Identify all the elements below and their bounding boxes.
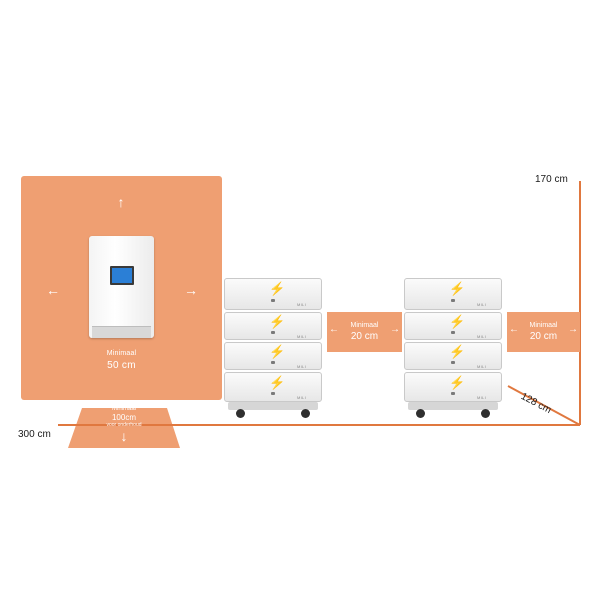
- status-led: [451, 299, 455, 302]
- battery-base: [408, 402, 498, 410]
- front-clearance-note: voor onderhoud: [106, 422, 142, 428]
- gap-clearance-2: ← Minimaal 20 cm →: [507, 312, 580, 352]
- gap-clearance-1: ← Minimaal 20 cm →: [327, 312, 402, 352]
- bolt-icon: ⚡: [449, 314, 466, 329]
- status-led: [271, 331, 275, 334]
- battery-brand: MILI: [297, 364, 306, 369]
- battery-module: ⚡ MILI: [224, 342, 322, 370]
- status-led: [451, 331, 455, 334]
- inverter-clearance-value: 50 cm: [107, 360, 136, 371]
- gap-1-label: Minimaal: [350, 322, 379, 329]
- battery-brand: MILI: [477, 302, 486, 307]
- status-led: [271, 392, 275, 395]
- battery-module: ⚡ MILI: [404, 372, 502, 402]
- gap-1-value: 20 cm: [350, 331, 379, 342]
- battery-brand: MILI: [297, 302, 306, 307]
- inverter-clearance-label: Minimaal: [106, 350, 137, 357]
- battery-brand: MILI: [297, 334, 306, 339]
- status-led: [451, 392, 455, 395]
- bolt-icon: ⚡: [269, 281, 286, 296]
- battery-base: [228, 402, 318, 410]
- arrow-right-icon: →: [568, 324, 578, 335]
- battery-module: ⚡ MILI: [224, 312, 322, 340]
- battery-module: ⚡ MILI: [224, 372, 322, 402]
- bolt-icon: ⚡: [449, 344, 466, 359]
- wheel: [416, 409, 425, 418]
- arrow-right-icon: →: [184, 282, 198, 298]
- battery-stack-1: ⚡ MILI ⚡ MILI ⚡ MILI ⚡ MILI: [224, 278, 322, 420]
- bolt-icon: ⚡: [269, 344, 286, 359]
- battery-brand: MILI: [297, 395, 306, 400]
- arrow-left-icon: ←: [329, 324, 339, 335]
- bolt-icon: ⚡: [269, 314, 286, 329]
- arrow-down-icon: ↓: [120, 428, 128, 444]
- arrow-up-icon: ↑: [117, 194, 125, 210]
- gap-2-label: Minimaal: [529, 322, 558, 329]
- arrow-left-icon: ←: [509, 324, 519, 335]
- status-led: [271, 361, 275, 364]
- bolt-icon: ⚡: [269, 375, 286, 390]
- inverter-display: [110, 266, 134, 285]
- battery-module: ⚡ MILI: [404, 342, 502, 370]
- front-clearance-value: 100cm: [111, 413, 136, 422]
- battery-brand: MILI: [477, 364, 486, 369]
- wheel: [481, 409, 490, 418]
- inverter-connector-panel: [92, 326, 151, 338]
- battery-module: ⚡ MILI: [404, 312, 502, 340]
- battery-brand: MILI: [477, 334, 486, 339]
- bolt-icon: ⚡: [449, 375, 466, 390]
- height-measurement: 170 cm: [535, 174, 568, 185]
- status-led: [271, 299, 275, 302]
- depth-measurement: 128 cm: [518, 391, 553, 417]
- width-measurement: 300 cm: [18, 429, 51, 440]
- wheel: [236, 409, 245, 418]
- arrow-left-icon: ←: [46, 282, 60, 298]
- status-led: [451, 361, 455, 364]
- arrow-right-icon: →: [390, 324, 400, 335]
- battery-stack-2: ⚡ MILI ⚡ MILI ⚡ MILI ⚡ MILI: [404, 278, 502, 420]
- battery-top-cover: ⚡ MILI: [224, 278, 322, 310]
- battery-brand: MILI: [477, 395, 486, 400]
- front-clearance-label: Minimaal: [111, 406, 136, 412]
- inverter-unit: [89, 236, 154, 338]
- battery-top-cover: ⚡ MILI: [404, 278, 502, 310]
- gap-2-value: 20 cm: [529, 331, 558, 342]
- bolt-icon: ⚡: [449, 281, 466, 296]
- wheel: [301, 409, 310, 418]
